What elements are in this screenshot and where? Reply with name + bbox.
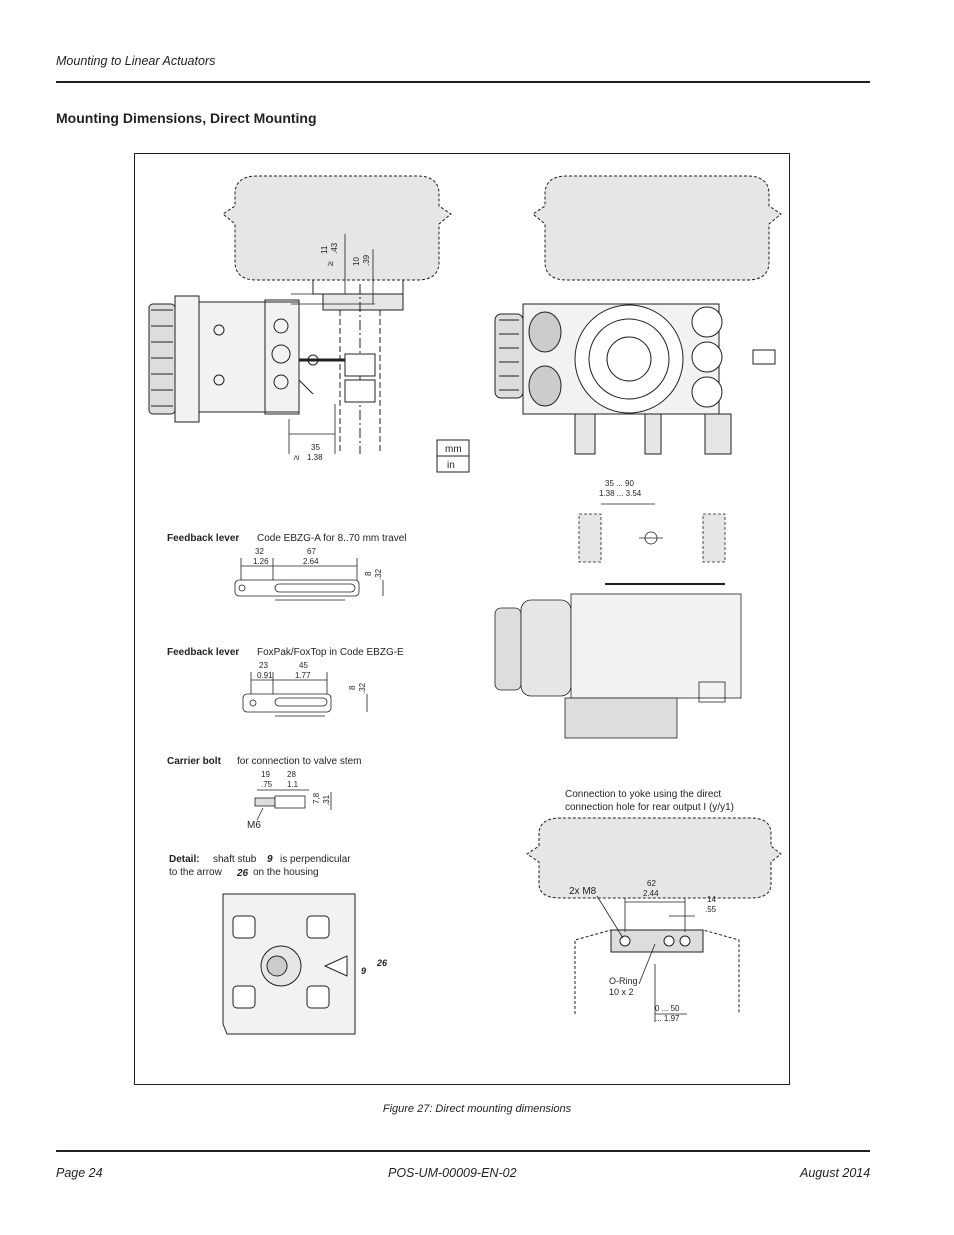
carrier-thread: M6 bbox=[247, 820, 261, 831]
section-title: Mounting Dimensions, Direct Mounting bbox=[56, 110, 317, 126]
carrier-d3-mm: 7,8 bbox=[312, 792, 321, 804]
carrier-d1-in: .75 bbox=[261, 780, 273, 789]
running-header: Mounting to Linear Actuators bbox=[56, 54, 216, 68]
yoke-oring-1: O-Ring bbox=[609, 976, 638, 986]
figure-27: ≥ 11 .43 10 .39 ≥ 35 1.38 mm in 35 ... 9… bbox=[134, 153, 790, 1085]
yoke-left bbox=[312, 280, 404, 454]
positioner-side-view bbox=[148, 295, 345, 423]
lever1-d3-in: .32 bbox=[374, 568, 383, 580]
detail-line2b: on the housing bbox=[253, 867, 319, 878]
lever1-desc: Code EBZG-A for 8..70 mm travel bbox=[257, 533, 407, 544]
detail-callout-9: 9 bbox=[361, 966, 366, 976]
lever1-d2-mm: 67 bbox=[307, 547, 316, 556]
lever2-d3-mm: 8 bbox=[348, 685, 357, 690]
positioner-front-view bbox=[494, 303, 776, 415]
dim-side-a-in: .43 bbox=[330, 242, 339, 254]
detail-label: Detail: bbox=[169, 854, 200, 865]
yoke-text-1: Connection to yoke using the direct bbox=[565, 789, 721, 800]
yoke-holes: 2x M8 bbox=[569, 886, 597, 897]
lever2-d1-in: 0.91 bbox=[257, 671, 273, 680]
lever2-label: Feedback lever bbox=[167, 647, 239, 658]
carrier-d2-in: 1.1 bbox=[287, 780, 299, 789]
lever1-label: Feedback lever bbox=[167, 533, 239, 544]
carrier-d1-mm: 19 bbox=[261, 770, 270, 779]
lever1-d1-mm: 32 bbox=[255, 547, 264, 556]
carrier-d3-in: .31 bbox=[322, 794, 331, 806]
lever2-d3-in: .32 bbox=[358, 682, 367, 694]
yoke-oring-2: 10 x 2 bbox=[609, 987, 634, 997]
lever2-desc: FoxPak/FoxTop in Code EBZG-E bbox=[257, 647, 404, 658]
document-id: POS-UM-00009-EN-02 bbox=[388, 1166, 517, 1180]
publication-date: August 2014 bbox=[800, 1166, 871, 1180]
dim-lines-side bbox=[288, 234, 375, 454]
carrier-bolt-label: Carrier bolt bbox=[167, 756, 222, 767]
lever2-drawing bbox=[242, 672, 368, 717]
yoke-d2-in: .55 bbox=[705, 905, 717, 914]
detail-line2a: to the arrow bbox=[169, 867, 223, 878]
lever1-d2-in: 2.64 bbox=[303, 557, 319, 566]
dim-side-a-mm: 11 bbox=[320, 245, 329, 254]
carrier-bolt-desc: for connection to valve stem bbox=[237, 756, 362, 767]
mounting-drawing: ≥ 11 .43 10 .39 ≥ 35 1.38 mm in 35 ... 9… bbox=[148, 175, 782, 1035]
detail-line1b: is perpendicular bbox=[280, 854, 351, 865]
yoke-d3-mm: 0 ... 50 bbox=[655, 1004, 680, 1013]
lever2-d2-mm: 45 bbox=[299, 661, 308, 670]
lever1-drawing bbox=[234, 558, 384, 601]
travel-range-in: 1.38 ... 3.54 bbox=[599, 489, 642, 498]
yoke-actuator-drawing bbox=[526, 817, 782, 1022]
dim-side-b-mm: 10 bbox=[352, 257, 361, 266]
yoke-d1-mm: 62 bbox=[647, 879, 656, 888]
lever2-d1-mm: 23 bbox=[259, 661, 268, 670]
dim-side-c-prefix: ≥ bbox=[291, 455, 301, 460]
yoke-d2-mm: 14 bbox=[707, 895, 716, 904]
detail-line1a: shaft stub bbox=[213, 854, 257, 865]
detail-num-shaft: 9 bbox=[267, 854, 273, 865]
detail-num-arrow: 26 bbox=[236, 868, 249, 879]
dim-side-b-in: .39 bbox=[362, 254, 371, 266]
dim-side-c-mm: 35 bbox=[311, 443, 320, 452]
yoke-d1-in: 2.44 bbox=[643, 889, 659, 898]
dim-side-a-prefix: ≥ bbox=[325, 261, 335, 266]
page-number: Page 24 bbox=[56, 1166, 103, 1180]
lever2-d2-in: 1.77 bbox=[295, 671, 311, 680]
actuator-diaphragm-right bbox=[532, 175, 782, 455]
mounting-bracket-view bbox=[494, 503, 742, 739]
lever1-d3-mm: 8 bbox=[364, 571, 373, 576]
figure-caption: Figure 27: Direct mounting dimensions bbox=[382, 1103, 572, 1115]
yoke-d3-in: ... 1.97 bbox=[655, 1014, 680, 1023]
units-mm: mm bbox=[445, 444, 462, 455]
actuator-diaphragm-left bbox=[222, 175, 452, 281]
detail-drawing bbox=[222, 893, 356, 1035]
detail-callout-26: 26 bbox=[376, 958, 388, 968]
header-rule bbox=[56, 81, 870, 83]
units-in: in bbox=[447, 460, 455, 471]
dim-side-c-in: 1.38 bbox=[307, 453, 323, 462]
lever1-d1-in: 1.26 bbox=[253, 557, 269, 566]
carrier-bolt-drawing bbox=[254, 789, 332, 821]
carrier-d2-mm: 28 bbox=[287, 770, 296, 779]
footer-rule bbox=[56, 1150, 870, 1152]
units-legend bbox=[436, 439, 470, 473]
travel-range-mm: 35 ... 90 bbox=[605, 479, 634, 488]
yoke-text-2: connection hole for rear output I (y/y1) bbox=[565, 802, 734, 813]
